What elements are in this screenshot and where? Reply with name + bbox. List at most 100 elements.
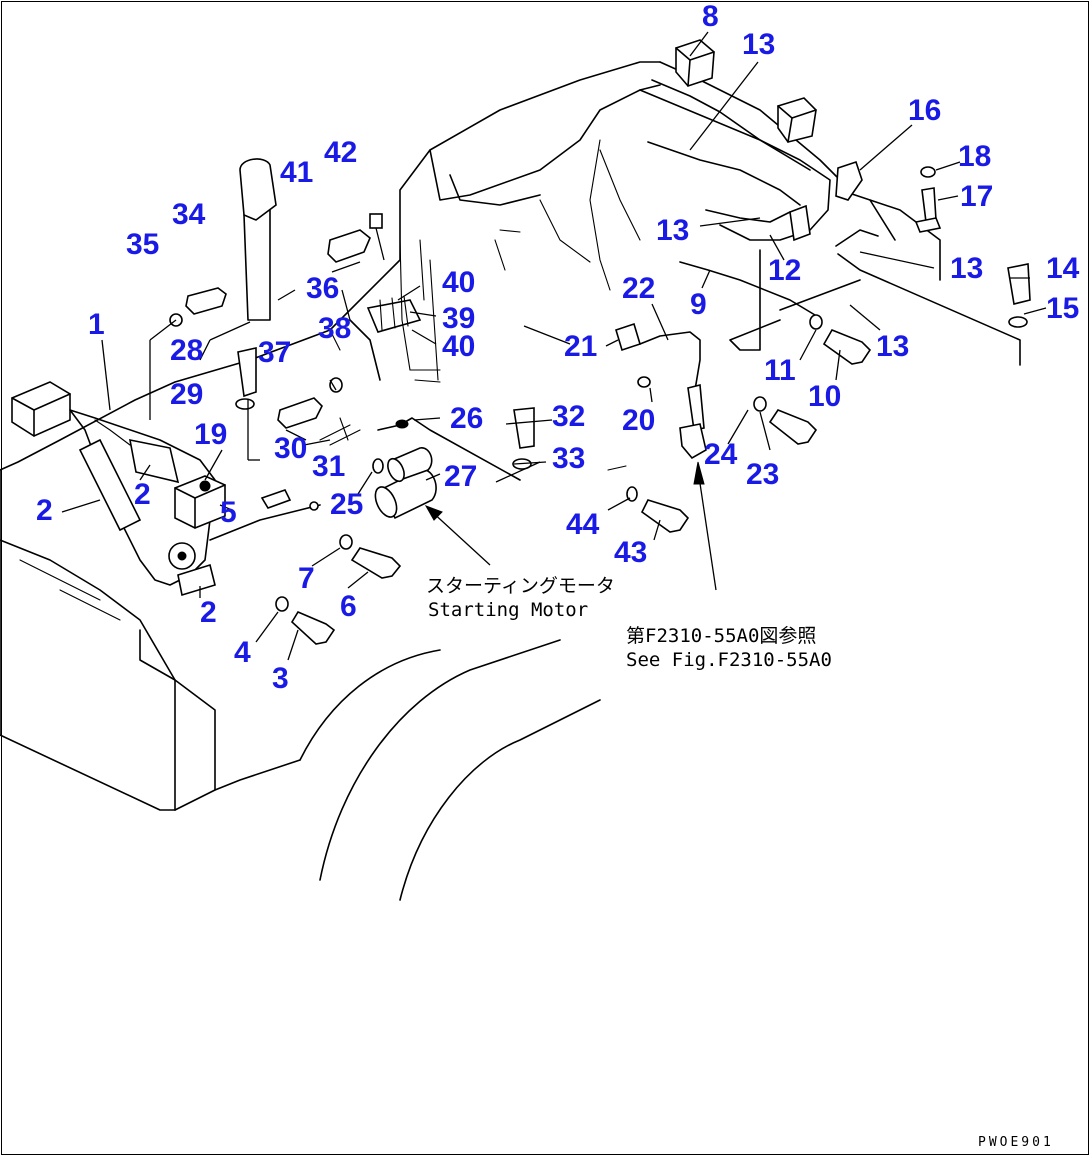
- callout-32: 32: [552, 400, 585, 433]
- callout-42: 42: [324, 136, 357, 169]
- callout-11: 11: [764, 354, 796, 387]
- bolt-43: [640, 499, 690, 533]
- sensor-harness-22: [639, 331, 701, 391]
- callout-24: 24: [704, 438, 738, 471]
- leader-lines: [61, 31, 1047, 661]
- callout-8: 8: [702, 0, 719, 33]
- bolt-3: [290, 610, 336, 645]
- bolt-14: [1007, 263, 1031, 305]
- callout-39: 39: [442, 302, 475, 335]
- callout-27: 27: [444, 460, 477, 493]
- starting-motor-note-en: Starting Motor: [428, 599, 588, 621]
- callout-30: 30: [274, 432, 307, 465]
- starting-motor-note-jp: スターティングモータ: [426, 575, 615, 597]
- notes: スターティングモータ Starting Motor 第F2310-55A0図参照…: [426, 575, 1054, 1150]
- drawing-code: PWOE901: [978, 1135, 1054, 1150]
- bolt-30: [277, 397, 323, 429]
- callout-14: 14: [1046, 252, 1080, 285]
- callout-38: 38: [318, 312, 351, 345]
- washer-44: [626, 486, 638, 502]
- callout-16: 16: [908, 94, 941, 127]
- callout-40: 40: [442, 266, 475, 299]
- note-arrows: [424, 461, 717, 591]
- callout-10: 10: [808, 380, 841, 413]
- callout-37: 37: [258, 336, 291, 369]
- cover-bracket-2a: [78, 438, 142, 532]
- callout-17: 17: [960, 180, 993, 213]
- callout-31: 31: [312, 450, 345, 483]
- callout-41: 41: [280, 156, 313, 189]
- callout-4: 4: [234, 636, 251, 669]
- motor-harness-26: [377, 417, 521, 481]
- washer-18: [920, 166, 936, 178]
- callout-21: 21: [564, 330, 597, 363]
- callout-labels: 1 2 2 2 3 4 5 6 7 8 9 10 11 12 13 13 13 …: [36, 0, 1080, 695]
- sender-unit: [687, 383, 705, 431]
- parts: [11, 39, 1031, 645]
- bolt-41: [327, 229, 371, 263]
- switch-20: [637, 376, 651, 388]
- bolt-10: [822, 328, 872, 365]
- relay-box-19: [174, 475, 226, 529]
- bolt-34: [185, 287, 227, 315]
- harness-9: [679, 261, 821, 319]
- bolt-23: [768, 409, 818, 445]
- connector-12: [789, 204, 811, 242]
- callout-18: 18: [958, 140, 991, 173]
- callout-13: 13: [656, 214, 689, 247]
- callout-44: 44: [566, 508, 600, 541]
- callout-7: 7: [298, 562, 315, 595]
- see-fig-note-jp: 第F2310-55A0図参照: [626, 625, 816, 647]
- callout-15: 15: [1046, 292, 1079, 325]
- callout-23: 23: [746, 458, 779, 491]
- work-lamp-right: [777, 97, 817, 143]
- callout-34: 34: [172, 198, 206, 231]
- washer-15: [1008, 316, 1028, 328]
- callout-25: 25: [330, 488, 363, 521]
- clamp-31: [319, 417, 361, 446]
- callout-1: 1: [88, 308, 105, 341]
- callout-36: 36: [306, 272, 339, 305]
- callout-22: 22: [622, 272, 655, 305]
- work-lamp-8: [675, 39, 715, 87]
- callout-13: 13: [950, 252, 983, 285]
- see-fig-note-en: See Fig.F2310-55A0: [626, 649, 832, 671]
- washer-7: [339, 534, 353, 550]
- callout-19: 19: [194, 418, 227, 451]
- callout-35: 35: [126, 228, 159, 261]
- bolt-6: [350, 547, 402, 579]
- machine-body: [0, 61, 941, 901]
- callout-13: 13: [876, 330, 909, 363]
- bolt-37: [237, 347, 257, 398]
- nut-42: [369, 213, 383, 229]
- exhaust-stack: [239, 158, 277, 321]
- callout-12: 12: [768, 254, 801, 287]
- bolt-32: [513, 407, 535, 449]
- bolt-17: [921, 187, 937, 223]
- callout-6: 6: [340, 590, 357, 623]
- callout-20: 20: [622, 404, 655, 437]
- washer-4: [275, 596, 289, 612]
- callout-33: 33: [552, 442, 585, 475]
- callout-2: 2: [36, 494, 53, 527]
- rear-lamp: [11, 381, 71, 437]
- washer-38: [329, 377, 343, 393]
- starting-motor-27: [374, 447, 437, 520]
- callout-13: 13: [742, 28, 775, 61]
- callout-40: 40: [442, 330, 475, 363]
- bracket-16: [835, 160, 863, 201]
- switch-bracket-21: [615, 322, 641, 352]
- washer-11: [809, 314, 823, 330]
- washer-29: [235, 398, 255, 410]
- callout-5: 5: [220, 496, 237, 529]
- callout-29: 29: [170, 378, 203, 411]
- callout-28: 28: [170, 334, 203, 367]
- engine-harness: [349, 319, 381, 381]
- callout-3: 3: [272, 662, 289, 695]
- callout-26: 26: [450, 402, 483, 435]
- lamp-harness-13: [651, 79, 831, 241]
- washer-24: [753, 396, 767, 412]
- cover-bracket-2b: [128, 438, 180, 484]
